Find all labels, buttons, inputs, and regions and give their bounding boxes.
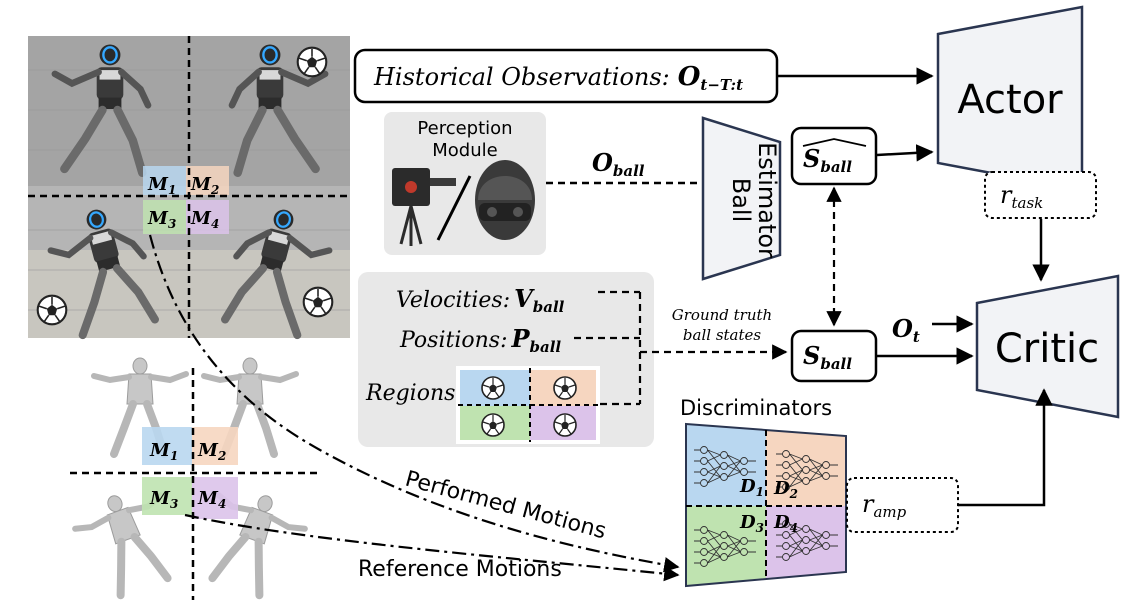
discriminators-title: Discriminators bbox=[680, 396, 832, 420]
motion-arrows bbox=[148, 234, 680, 582]
gt-label-line1: Ground truth bbox=[672, 306, 772, 324]
r-task-box bbox=[984, 171, 1097, 219]
human-m1-label: M1 bbox=[149, 440, 178, 463]
perception-line1: Perception bbox=[417, 118, 512, 139]
ball-estimator-block bbox=[701, 116, 782, 281]
observations-box bbox=[353, 48, 779, 104]
reference-motions-arrow bbox=[184, 513, 680, 582]
true-state-box bbox=[790, 329, 878, 383]
d4-label: D4 bbox=[773, 512, 798, 535]
r-task-label: rtask bbox=[1000, 181, 1043, 212]
d3-label: D3 bbox=[739, 512, 764, 535]
photo-m3-label: M3 bbox=[147, 208, 176, 231]
perception-line2: Module bbox=[432, 140, 497, 161]
positions-label: Positions:Pball bbox=[399, 324, 561, 356]
photo-m2-label: M2 bbox=[190, 174, 219, 197]
estimator-line2: Estimator bbox=[753, 142, 781, 258]
camera-icon bbox=[392, 168, 456, 246]
region-1-patch bbox=[143, 166, 186, 195]
ground-truth-bracket bbox=[574, 290, 642, 406]
human-m2-label: M2 bbox=[197, 440, 226, 463]
reference-motions-label: Reference Motions bbox=[358, 557, 562, 582]
region-4-patch bbox=[186, 200, 229, 234]
human-m3-label: M3 bbox=[149, 488, 178, 511]
estimated-state-box bbox=[790, 126, 878, 186]
observations-label: Historical Observations:Ot−T:t bbox=[373, 62, 743, 94]
critic-label: Critic bbox=[995, 326, 1099, 372]
soccer-goal-icon bbox=[456, 366, 600, 444]
o-ball-label: Oball bbox=[592, 148, 645, 180]
actor-label: Actor bbox=[957, 77, 1063, 123]
photo-m4-label: M4 bbox=[190, 208, 219, 231]
performed-motions-arrow bbox=[148, 234, 680, 573]
region-3-patch bbox=[143, 200, 186, 234]
r-amp-to-critic-arrow bbox=[958, 388, 1053, 507]
estimate-hat-mark bbox=[802, 138, 867, 147]
photo-m1-label: M1 bbox=[147, 174, 176, 197]
regions-label: Regions: bbox=[365, 381, 463, 406]
camera-vr-divider bbox=[436, 175, 472, 241]
region-2-patch bbox=[186, 166, 229, 195]
vr-headset-icon bbox=[475, 160, 535, 240]
human-region-overlays bbox=[70, 368, 320, 600]
human-m4-label: M4 bbox=[197, 488, 226, 511]
critic-block bbox=[975, 274, 1120, 419]
photo-region-overlays bbox=[28, 36, 350, 338]
estimate-to-actor-arrow bbox=[876, 144, 934, 162]
velocities-label: Velocities:Vball bbox=[396, 284, 565, 316]
true-state-label: Sball bbox=[803, 341, 852, 373]
performed-motions-label: Performed Motions bbox=[402, 467, 608, 545]
d1-label: D1 bbox=[739, 476, 764, 499]
gt-label-line2: ball states bbox=[683, 326, 761, 344]
estimator-line1: Ball bbox=[727, 178, 755, 223]
d2-label: D2 bbox=[773, 478, 798, 501]
o-t-label: Ot bbox=[892, 314, 920, 346]
estimated-state-label: Sball bbox=[803, 144, 852, 176]
r-amp-label: ramp bbox=[862, 490, 907, 521]
